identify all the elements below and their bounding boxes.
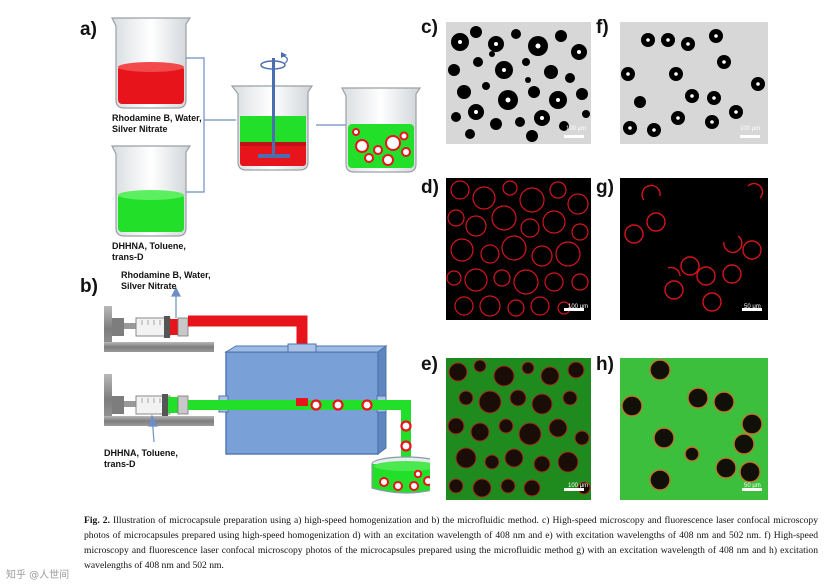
beaker1-label: Rhodamine B, Water, Silver Nitrate <box>112 113 202 134</box>
panel-label-a: a) <box>80 19 97 40</box>
flow-lines-a <box>186 57 348 193</box>
micrograph-c-drawing <box>448 26 590 142</box>
label-arrows-b <box>148 286 181 443</box>
panel-label-b: b) <box>80 276 98 297</box>
micrograph-g <box>620 178 768 320</box>
syringe-pump-1 <box>104 306 214 352</box>
syringe1-label: Rhodamine B, Water, Silver Nitrate <box>121 270 211 291</box>
beaker-dhhna <box>111 145 192 237</box>
micrograph-d <box>446 178 591 320</box>
micrograph-e <box>446 358 591 500</box>
scale-e: 100 μm <box>568 483 589 489</box>
syringe2-label: DHHNA, Toluene, trans-D <box>104 448 178 469</box>
scale-c: 100 μm <box>566 126 587 132</box>
panel-label-g: g) <box>596 177 614 198</box>
micrograph-f <box>620 22 768 144</box>
collection-dish <box>371 456 430 494</box>
watermark: 知乎 @人世间 <box>6 570 70 581</box>
micrograph-g-drawing <box>624 182 764 312</box>
beaker-homogenizer <box>230 52 314 171</box>
figure-caption-text: Illustration of microcapsule preparation… <box>84 515 818 571</box>
scale-f: 100 μm <box>740 126 761 132</box>
syringe-pump-2 <box>104 374 214 426</box>
micrograph-h <box>620 358 768 500</box>
panel-label-d: d) <box>421 177 439 198</box>
scale-h: 50 μm <box>744 483 761 489</box>
panel-label-h: h) <box>596 354 614 375</box>
micrograph-c <box>446 22 591 144</box>
scale-d: 100 μm <box>568 304 589 310</box>
beaker-result <box>341 87 422 173</box>
panel-label-e: e) <box>421 354 438 375</box>
figure-label: Fig. 2. <box>84 515 110 526</box>
panel-label-f: f) <box>596 17 609 38</box>
micrograph-e-drawing <box>447 359 591 498</box>
beaker2-label: DHHNA, Toluene, trans-D <box>112 241 186 262</box>
micrograph-f-drawing <box>621 29 765 138</box>
figure-caption: Fig. 2. Illustration of microcapsule pre… <box>84 513 818 573</box>
micrograph-d-drawing <box>446 180 589 317</box>
beaker-rhodamine <box>111 17 192 109</box>
scale-g: 50 μm <box>744 304 761 310</box>
green-tube <box>188 400 411 476</box>
schematic-diagram <box>104 17 430 494</box>
panel-label-c: c) <box>421 17 438 38</box>
micrograph-h-drawing <box>621 359 763 491</box>
